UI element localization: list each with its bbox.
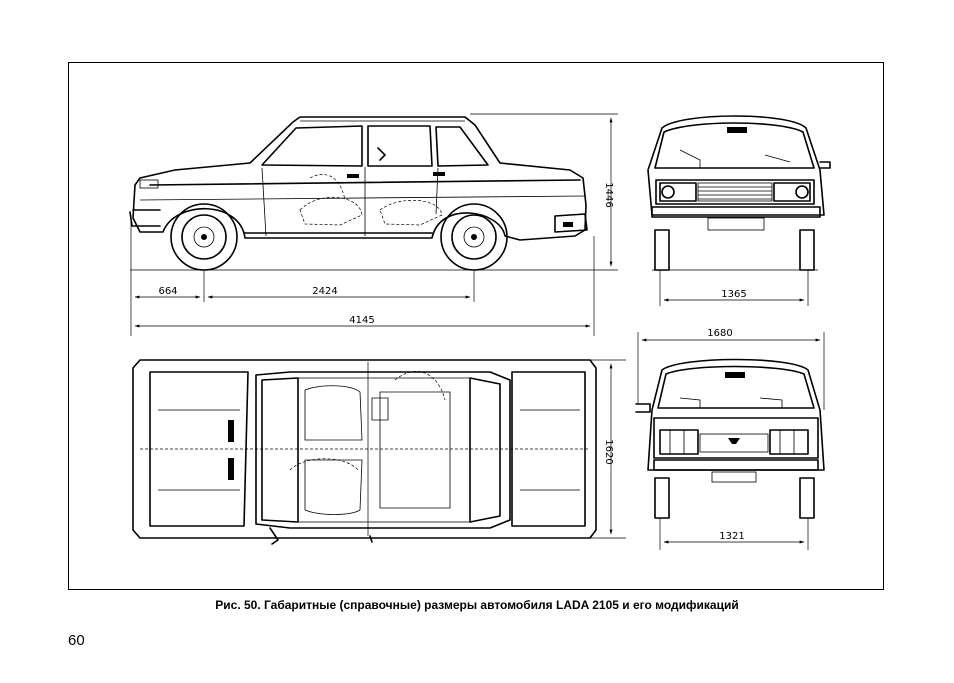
rear-window bbox=[657, 365, 815, 409]
front-door-handle bbox=[347, 174, 359, 178]
page-number: 60 bbox=[68, 632, 85, 649]
dim-overall-width: 1680 bbox=[707, 328, 732, 339]
right-tail-light bbox=[769, 429, 809, 455]
front-dimensions bbox=[659, 270, 809, 306]
figure-caption: Рис. 50. Габаритные (справочные) размеры… bbox=[215, 598, 739, 612]
left-tail-light bbox=[659, 429, 699, 455]
top-dimensions bbox=[590, 359, 626, 539]
rear-view bbox=[635, 358, 825, 519]
windshield-top bbox=[261, 377, 299, 523]
rear-wheel bbox=[440, 203, 508, 271]
dim-overall-length: 4145 bbox=[349, 315, 374, 326]
rear-door-handle bbox=[433, 172, 445, 176]
top-view bbox=[132, 359, 597, 545]
dim-width-1620: 1620 bbox=[603, 439, 614, 464]
rear-quarter-window bbox=[435, 126, 489, 167]
side-view bbox=[129, 116, 600, 271]
rear-window-top bbox=[469, 377, 501, 523]
front-wheel bbox=[170, 203, 238, 271]
figure-frame bbox=[68, 62, 884, 590]
dim-overall-height: 1446 bbox=[603, 182, 614, 207]
dim-front-track: 1365 bbox=[721, 289, 746, 300]
dim-front-overhang: 664 bbox=[158, 286, 177, 297]
front-side-window bbox=[261, 125, 363, 167]
dim-wheelbase: 2424 bbox=[312, 286, 337, 297]
windshield bbox=[654, 122, 815, 169]
rear-door-window bbox=[367, 125, 433, 167]
trunk bbox=[511, 371, 586, 527]
front-view bbox=[647, 115, 831, 271]
side-dimensions bbox=[130, 113, 618, 336]
rear-dimensions bbox=[637, 332, 825, 550]
dim-rear-track: 1321 bbox=[719, 531, 744, 542]
hood bbox=[149, 371, 249, 527]
